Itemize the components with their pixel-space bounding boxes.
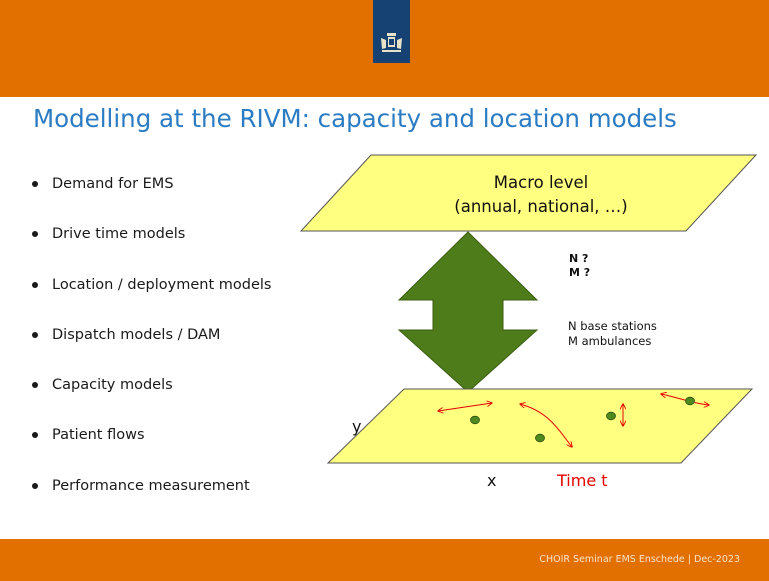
bullet-dot	[32, 281, 38, 288]
footer-bar: CHOIR Seminar EMS Enschede | Dec-2023	[0, 539, 769, 581]
m-desc: M ambulances	[568, 334, 651, 348]
macro-plane	[299, 154, 758, 232]
header-bar	[0, 0, 769, 97]
bullet-dot	[32, 432, 38, 439]
list-item: Performance measurement	[31, 476, 271, 526]
macro-label-line1: Macro level	[494, 173, 588, 192]
y-axis-label: y	[352, 417, 361, 436]
bullet-dot	[32, 382, 38, 389]
bullet-text: Performance measurement	[52, 477, 250, 494]
ambulance-point	[535, 433, 545, 443]
bullet-dot	[32, 181, 38, 187]
page-title: Modelling at the RIVM: capacity and loca…	[33, 104, 677, 133]
crest-icon	[381, 33, 402, 52]
double-arrow	[397, 231, 539, 393]
time-label: Time t	[556, 471, 608, 490]
flow-arrow	[520, 404, 572, 447]
n-desc: N base stations	[568, 319, 657, 333]
n-question: N ?	[569, 252, 588, 265]
macro-label-line2: (annual, national, …)	[454, 197, 627, 216]
footer-text: CHOIR Seminar EMS Enschede | Dec-2023	[539, 554, 740, 565]
ambulance-point	[685, 396, 695, 406]
m-question: M ?	[569, 266, 590, 279]
bullet-dot	[32, 482, 38, 489]
bullet-text: Demand for EMS	[52, 176, 174, 192]
bullet-text: Location / deployment models	[52, 276, 272, 293]
x-axis-label: x	[487, 471, 496, 490]
bullet-dot	[32, 331, 38, 338]
bullet-dot	[32, 231, 38, 238]
list-item: Patient flows	[31, 425, 271, 475]
ambulance-point	[470, 415, 480, 425]
bullet-text: Drive time models	[52, 226, 186, 243]
bullet-text: Patient flows	[52, 427, 145, 444]
logo	[373, 0, 410, 63]
list-item: Location / deployment models	[31, 275, 271, 325]
list-item: Demand for EMS	[31, 174, 271, 224]
bullet-text: Capacity models	[52, 377, 173, 394]
ambulance-point	[606, 411, 616, 421]
list-item: Capacity models	[31, 375, 271, 425]
bullet-text: Dispatch models / DAM	[52, 326, 221, 343]
bullet-list: Demand for EMS Drive time models Locatio…	[31, 174, 271, 526]
list-item: Dispatch models / DAM	[31, 325, 271, 375]
flow-arrow	[438, 403, 492, 411]
list-item: Drive time models	[31, 224, 271, 274]
